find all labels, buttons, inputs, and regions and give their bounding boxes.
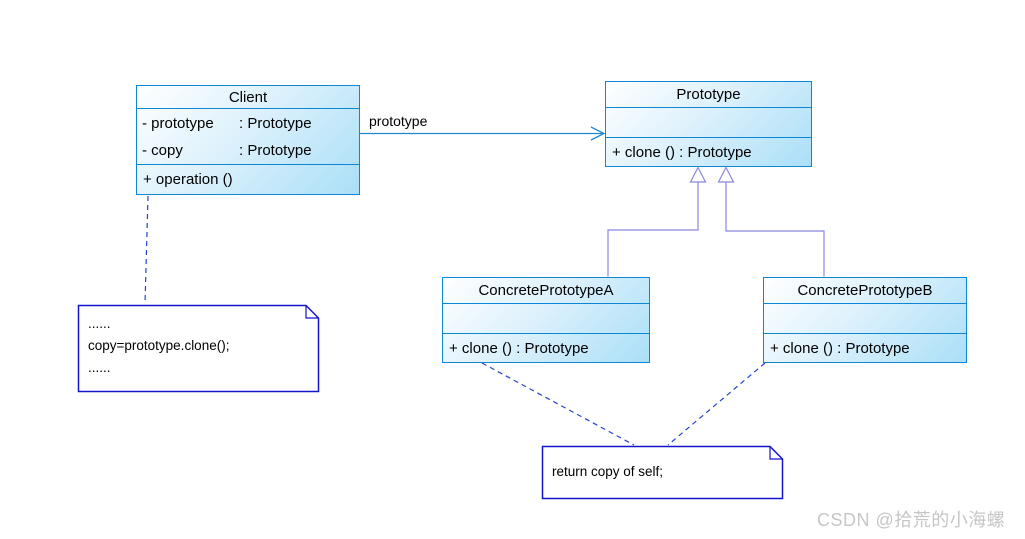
class-client-attribute: - copy : Prototype xyxy=(142,137,359,164)
class-prototype-title: Prototype xyxy=(606,82,811,108)
inheritance-triangle-b-icon xyxy=(717,166,735,183)
class-client: Client - prototype : Prototype - copy : Pr… xyxy=(136,85,360,195)
class-concrete-a-method: + clone () : Prototype xyxy=(443,333,649,362)
class-concrete-b-attributes-empty xyxy=(764,304,966,333)
class-client-title: Client xyxy=(137,86,359,109)
class-concrete-a-attributes-empty xyxy=(443,304,649,333)
note-link-client xyxy=(144,195,149,305)
note-line: copy=prototype.clone(); xyxy=(88,338,230,353)
note-line: return copy of self; xyxy=(552,464,664,479)
generalization-a-line xyxy=(607,182,699,277)
note-line: ...... xyxy=(88,360,111,375)
note-clone-fold-icon xyxy=(769,446,783,460)
note-client-fold-icon xyxy=(305,305,319,319)
class-prototype: Prototype + clone () : Prototype xyxy=(605,81,812,167)
attribute-type: : Prototype xyxy=(239,141,312,159)
class-concrete-prototype-b: ConcretePrototypeB + clone () : Prototyp… xyxy=(763,277,967,363)
note-link-concrete-b xyxy=(667,362,766,446)
watermark-text: CSDN @拾荒的小海螺 xyxy=(817,510,1006,530)
class-client-method: + operation () xyxy=(137,164,359,194)
class-prototype-attributes-empty xyxy=(606,108,811,137)
note-client-text: ...... copy=prototype.clone(); ...... xyxy=(88,313,229,379)
class-concrete-a-title: ConcretePrototypeA xyxy=(443,278,649,304)
attribute-name: - copy xyxy=(142,141,183,159)
attribute-type: : Prototype xyxy=(239,114,312,132)
association-label: prototype xyxy=(369,113,428,129)
class-client-attribute: - prototype : Prototype xyxy=(142,110,359,137)
class-concrete-prototype-a: ConcretePrototypeA + clone () : Prototyp… xyxy=(442,277,650,363)
inheritance-triangle-a-icon xyxy=(689,166,707,183)
class-concrete-b-title: ConcretePrototypeB xyxy=(764,278,966,304)
class-concrete-b-method: + clone () : Prototype xyxy=(764,333,966,362)
note-clone-text: return copy of self; xyxy=(552,462,663,482)
open-arrowhead-icon xyxy=(590,126,606,141)
attribute-name: - prototype xyxy=(142,114,214,132)
note-link-concrete-a xyxy=(481,362,635,446)
note-line: ...... xyxy=(88,316,111,331)
generalization-b-line xyxy=(725,182,825,277)
class-prototype-method: + clone () : Prototype xyxy=(606,137,811,166)
